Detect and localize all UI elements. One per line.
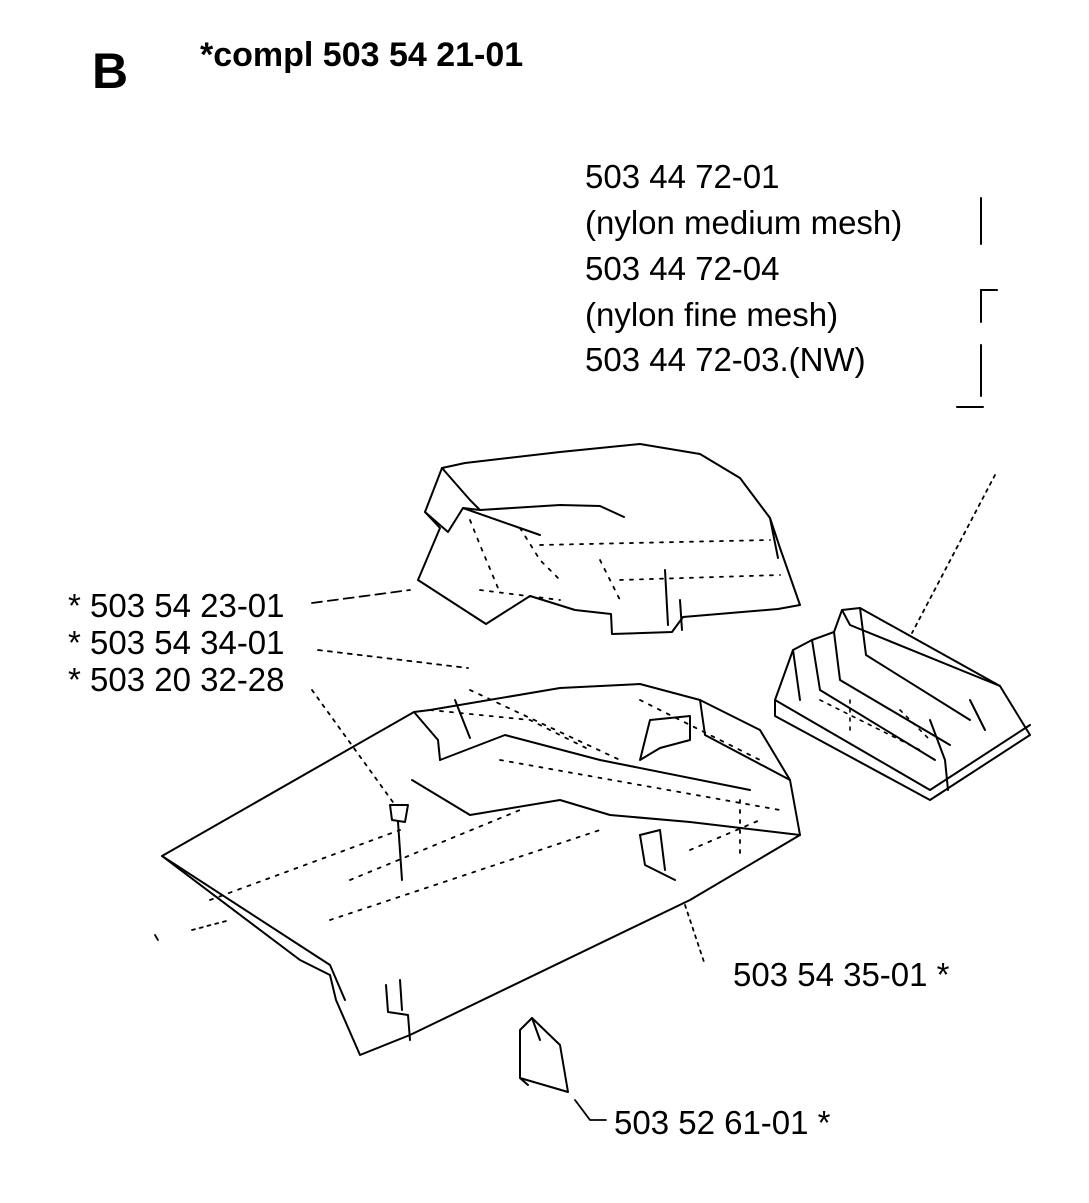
filter-description-2: (nylon fine mesh) [585,296,839,333]
assembly-title: *compl 503 54 21-01 [200,36,524,74]
small-plate-part [519,1017,569,1093]
air-filter-cover [417,443,801,635]
part-label-clip: 503 54 35-01 * [733,956,950,993]
part-label-plate: 503 52 61-01 * [614,1104,831,1141]
section-letter: B [92,43,129,99]
part-label-screw: * 503 20 32-28 [68,661,285,698]
leader-lines [154,474,996,1121]
part-label-cover-screw: * 503 54 23-01 [68,587,285,624]
filter-part-number-2: 503 44 72-04 [585,250,780,287]
air-filter-element [774,607,1031,801]
carburetor-housing-base [161,683,801,1056]
filter-group-bracket [956,197,998,408]
filter-description-1: (nylon medium mesh) [585,204,903,241]
filter-part-number-1: 503 44 72-01 [585,158,780,195]
filter-part-number-3: 503 44 72-03.(NW) [585,341,866,378]
part-label-gasket: * 503 54 34-01 [68,624,285,661]
